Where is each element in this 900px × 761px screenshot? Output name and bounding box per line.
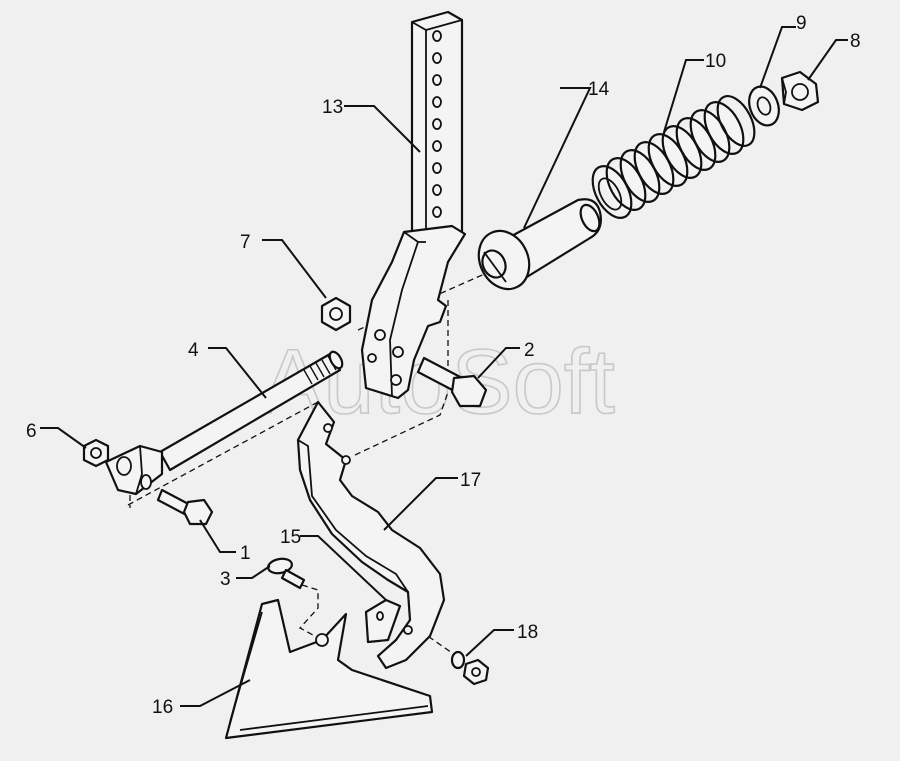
part-1-bolt [156,488,214,526]
part-3-carriage-bolt [267,557,306,590]
callout-9: 9 [796,13,807,34]
part-10-coil-spring [591,95,756,219]
part-7-nut [320,296,352,332]
part-13-slotted-bar [360,10,467,400]
callout-17: 17 [460,470,481,491]
callout-7: 7 [240,232,251,253]
part-4-threaded-rod [104,350,344,496]
callout-13: 13 [322,97,343,118]
callout-1: 1 [240,543,251,564]
callout-18: 18 [517,622,538,643]
callout-8: 8 [850,31,861,52]
part-16-sweep-blade [224,598,434,740]
part-17-shank [296,400,446,670]
callout-15: 15 [280,527,301,548]
part-9-washer [748,85,780,127]
callout-6: 6 [26,421,37,442]
callout-2: 2 [524,340,535,361]
callout-16: 16 [152,697,173,718]
callout-10: 10 [705,51,726,72]
part-6-nut [82,438,110,468]
callout-3: 3 [220,569,231,590]
callout-labels: 13 14 10 9 8 7 4 6 1 2 17 15 3 16 18 [26,13,861,718]
part-18-nut-and-washer [450,650,490,686]
callout-4: 4 [188,340,199,361]
leader-lines [40,26,848,707]
part-2-bolt [416,356,488,408]
part-14-spring-pin [477,198,602,291]
callout-14: 14 [588,79,610,100]
part-8-nut [780,70,820,112]
